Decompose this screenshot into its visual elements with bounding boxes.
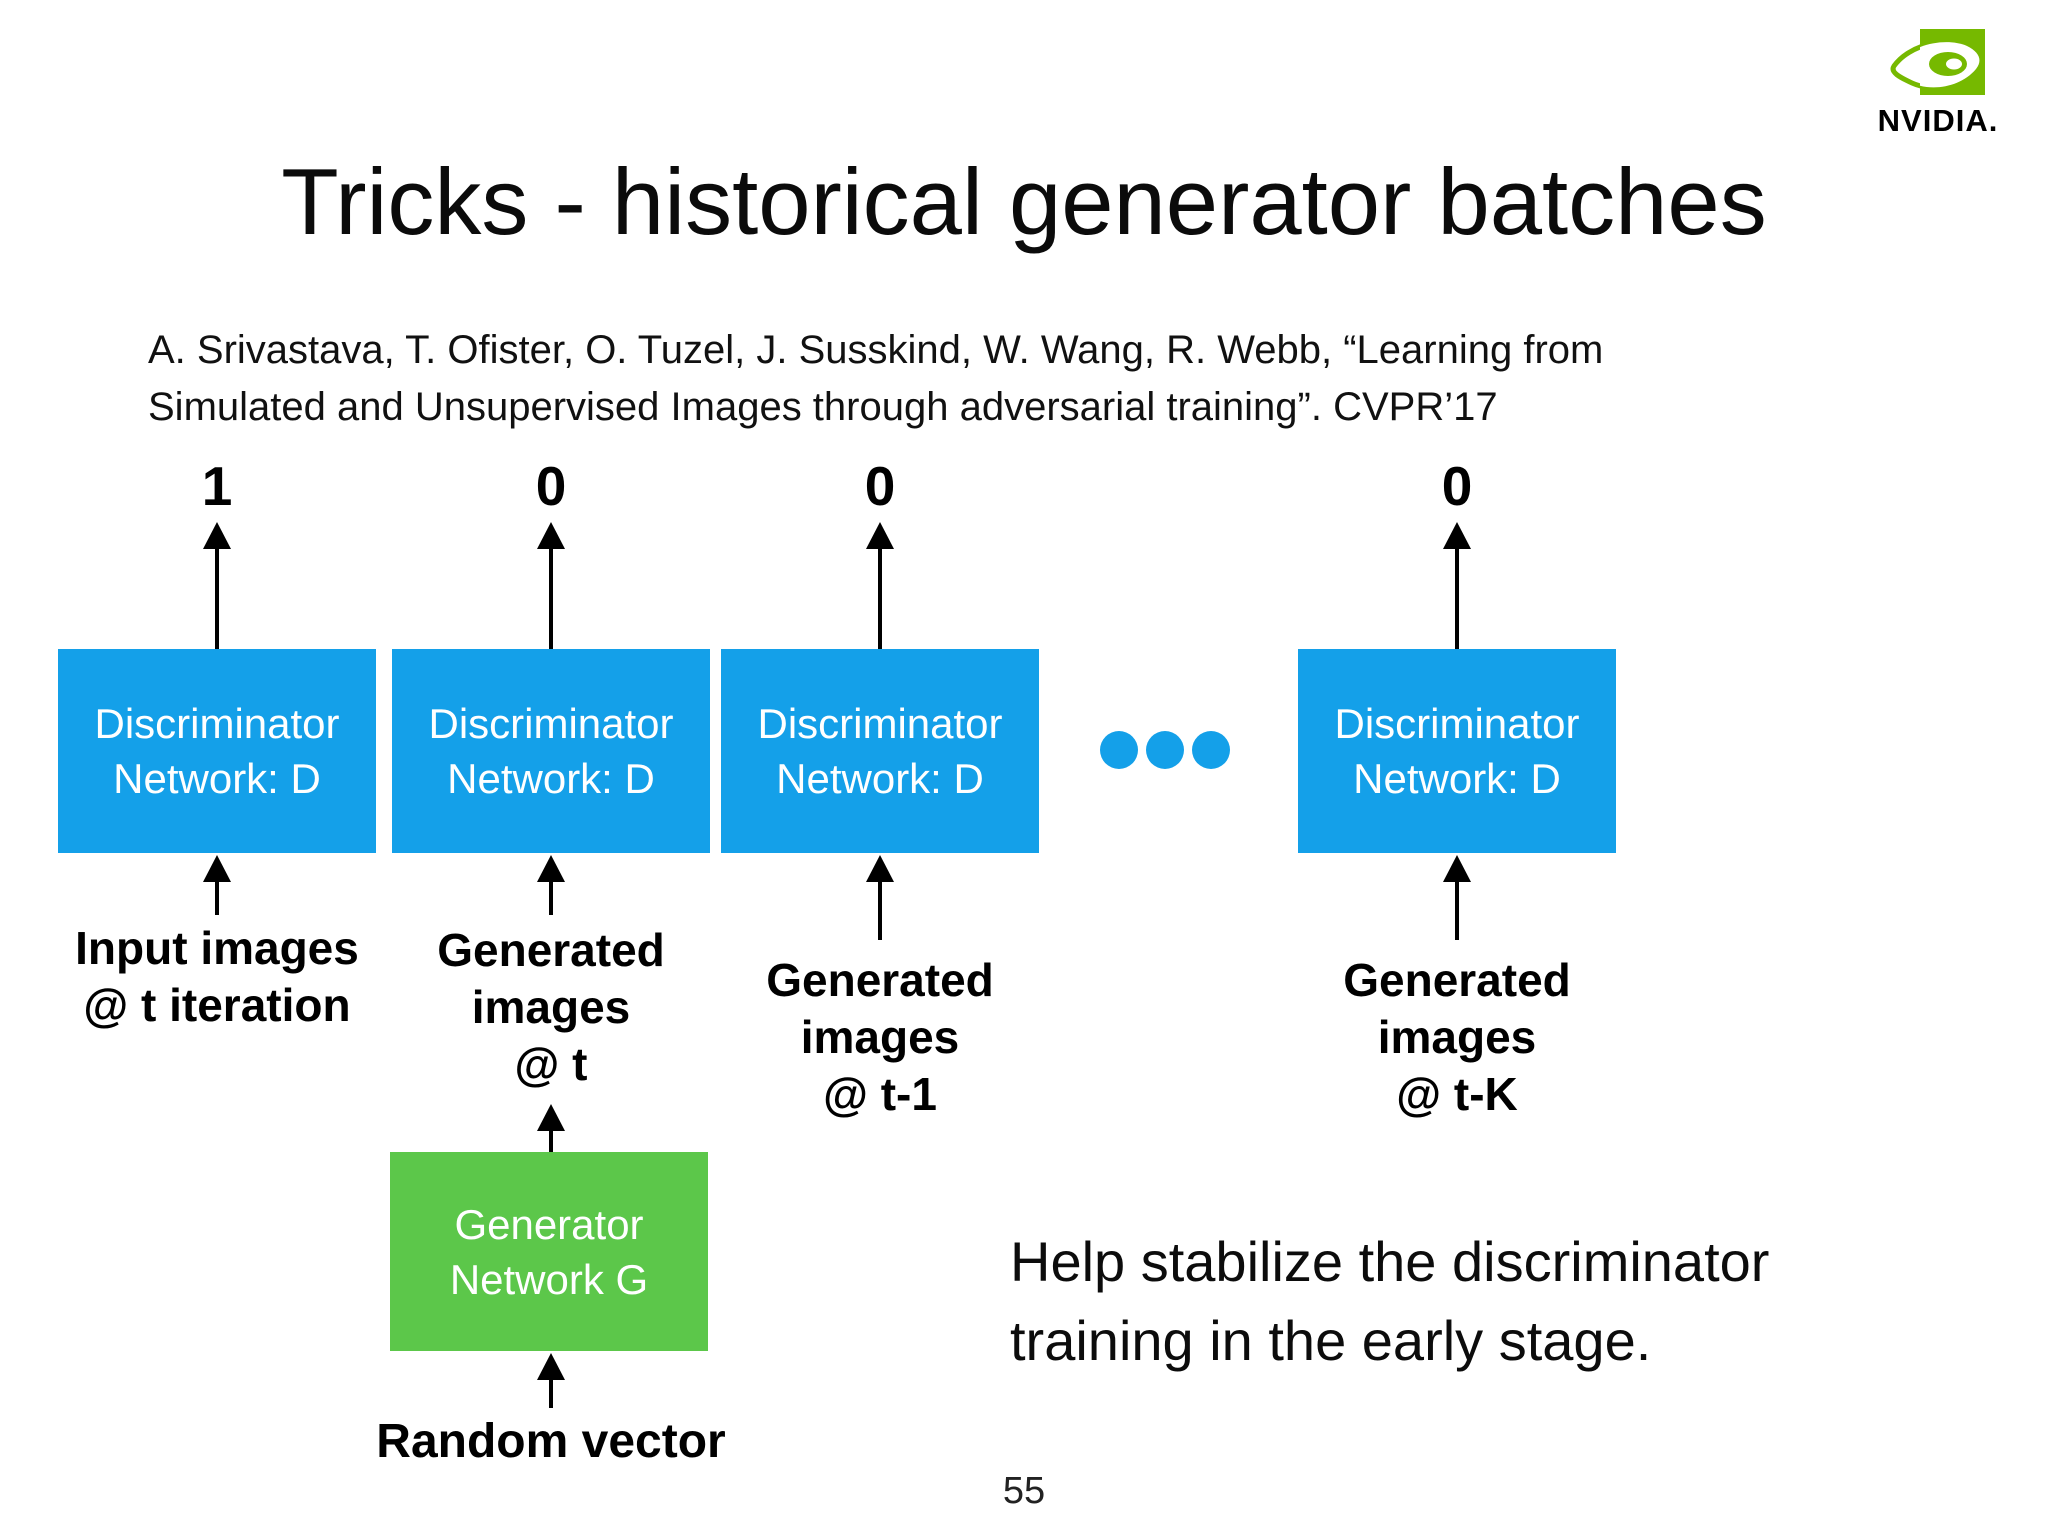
arrow-up-icon <box>536 522 566 649</box>
discriminator-box-4: Discriminator Network: D <box>1298 649 1616 853</box>
arrow-up-icon <box>536 1104 566 1152</box>
output-value-3: 0 <box>864 455 896 517</box>
nvidia-wordmark: NVIDIA. <box>1877 103 1999 138</box>
arrow-up-icon <box>865 522 895 649</box>
citation-text: A. Srivastava, T. Ofister, O. Tuzel, J. … <box>148 328 1604 429</box>
discriminator-box-3: Discriminator Network: D <box>721 649 1039 853</box>
arrow-up-icon <box>202 855 232 915</box>
arrow-up-icon <box>536 1353 566 1408</box>
output-value-1: 1 <box>201 455 233 517</box>
arrow-up-icon <box>865 855 895 940</box>
slide-title: Tricks - historical generator batches <box>281 149 1767 254</box>
arrow-up-icon <box>1442 522 1472 649</box>
dot-icon <box>1192 731 1230 769</box>
output-value-2: 0 <box>535 455 567 517</box>
random-vector-label: Random vector <box>376 1415 726 1468</box>
input-label-2: Generated images @ t <box>437 924 665 1090</box>
arrow-up-icon <box>1442 855 1472 940</box>
input-label-1: Input images @ t iteration <box>75 922 359 1031</box>
output-value-4: 0 <box>1441 455 1473 517</box>
input-label-4: Generated images @ t-K <box>1343 954 1571 1120</box>
page-number: 55 <box>1002 1470 1046 1512</box>
input-label-3: Generated images @ t-1 <box>766 954 994 1120</box>
arrow-up-icon <box>202 522 232 649</box>
nvidia-eye-icon <box>1890 29 1985 95</box>
generator-box: Generator Network G <box>390 1152 708 1351</box>
dot-icon <box>1100 731 1138 769</box>
ellipsis-icon <box>1100 731 1230 769</box>
discriminator-box-1: Discriminator Network: D <box>58 649 376 853</box>
note-text: Help stabilize the discriminator trainin… <box>1010 1230 1770 1372</box>
dot-icon <box>1146 731 1184 769</box>
arrow-up-icon <box>536 855 566 915</box>
nvidia-logo: NVIDIA. <box>1858 28 2018 139</box>
discriminator-box-2: Discriminator Network: D <box>392 649 710 853</box>
